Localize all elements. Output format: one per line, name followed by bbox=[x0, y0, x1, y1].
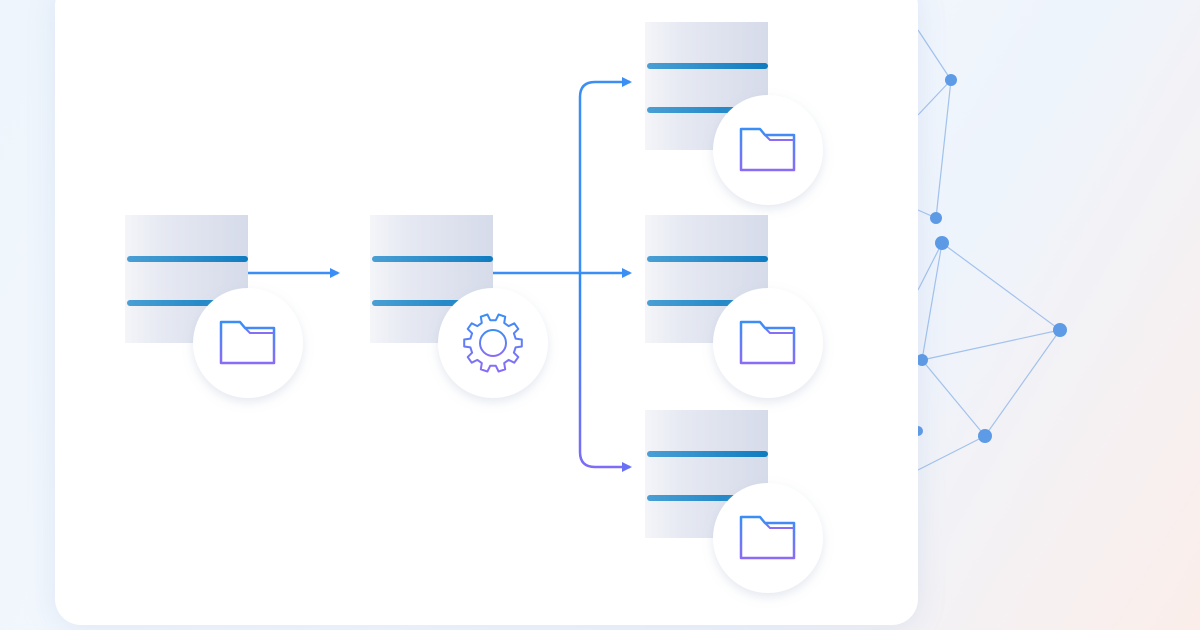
icon-badge bbox=[713, 483, 823, 593]
server-stripe bbox=[647, 256, 768, 262]
server-target-1 bbox=[645, 22, 823, 205]
flow-arrow-processor-target-3 bbox=[578, 273, 632, 472]
server-stripe bbox=[127, 256, 248, 262]
network-node bbox=[978, 429, 992, 443]
folder-icon bbox=[739, 127, 796, 172]
server-stripe bbox=[647, 63, 768, 69]
folder-icon bbox=[739, 515, 796, 560]
network-node bbox=[945, 74, 957, 86]
flow-arrow-processor-target-1 bbox=[578, 77, 632, 273]
icon-badge bbox=[713, 288, 823, 398]
server-processor bbox=[370, 215, 548, 398]
server-stripe bbox=[647, 451, 768, 457]
network-node bbox=[916, 354, 928, 366]
server-source bbox=[125, 215, 303, 398]
icon-badge bbox=[193, 288, 303, 398]
icon-badge bbox=[438, 288, 548, 398]
server-target-3 bbox=[645, 410, 823, 593]
folder-icon bbox=[219, 320, 276, 365]
folder-icon bbox=[739, 320, 796, 365]
network-node bbox=[930, 212, 942, 224]
icon-badge bbox=[713, 95, 823, 205]
network-node bbox=[1053, 323, 1067, 337]
gear-icon bbox=[463, 313, 523, 373]
server-target-2 bbox=[645, 215, 823, 398]
network-node bbox=[935, 236, 949, 250]
server-stripe bbox=[372, 256, 493, 262]
